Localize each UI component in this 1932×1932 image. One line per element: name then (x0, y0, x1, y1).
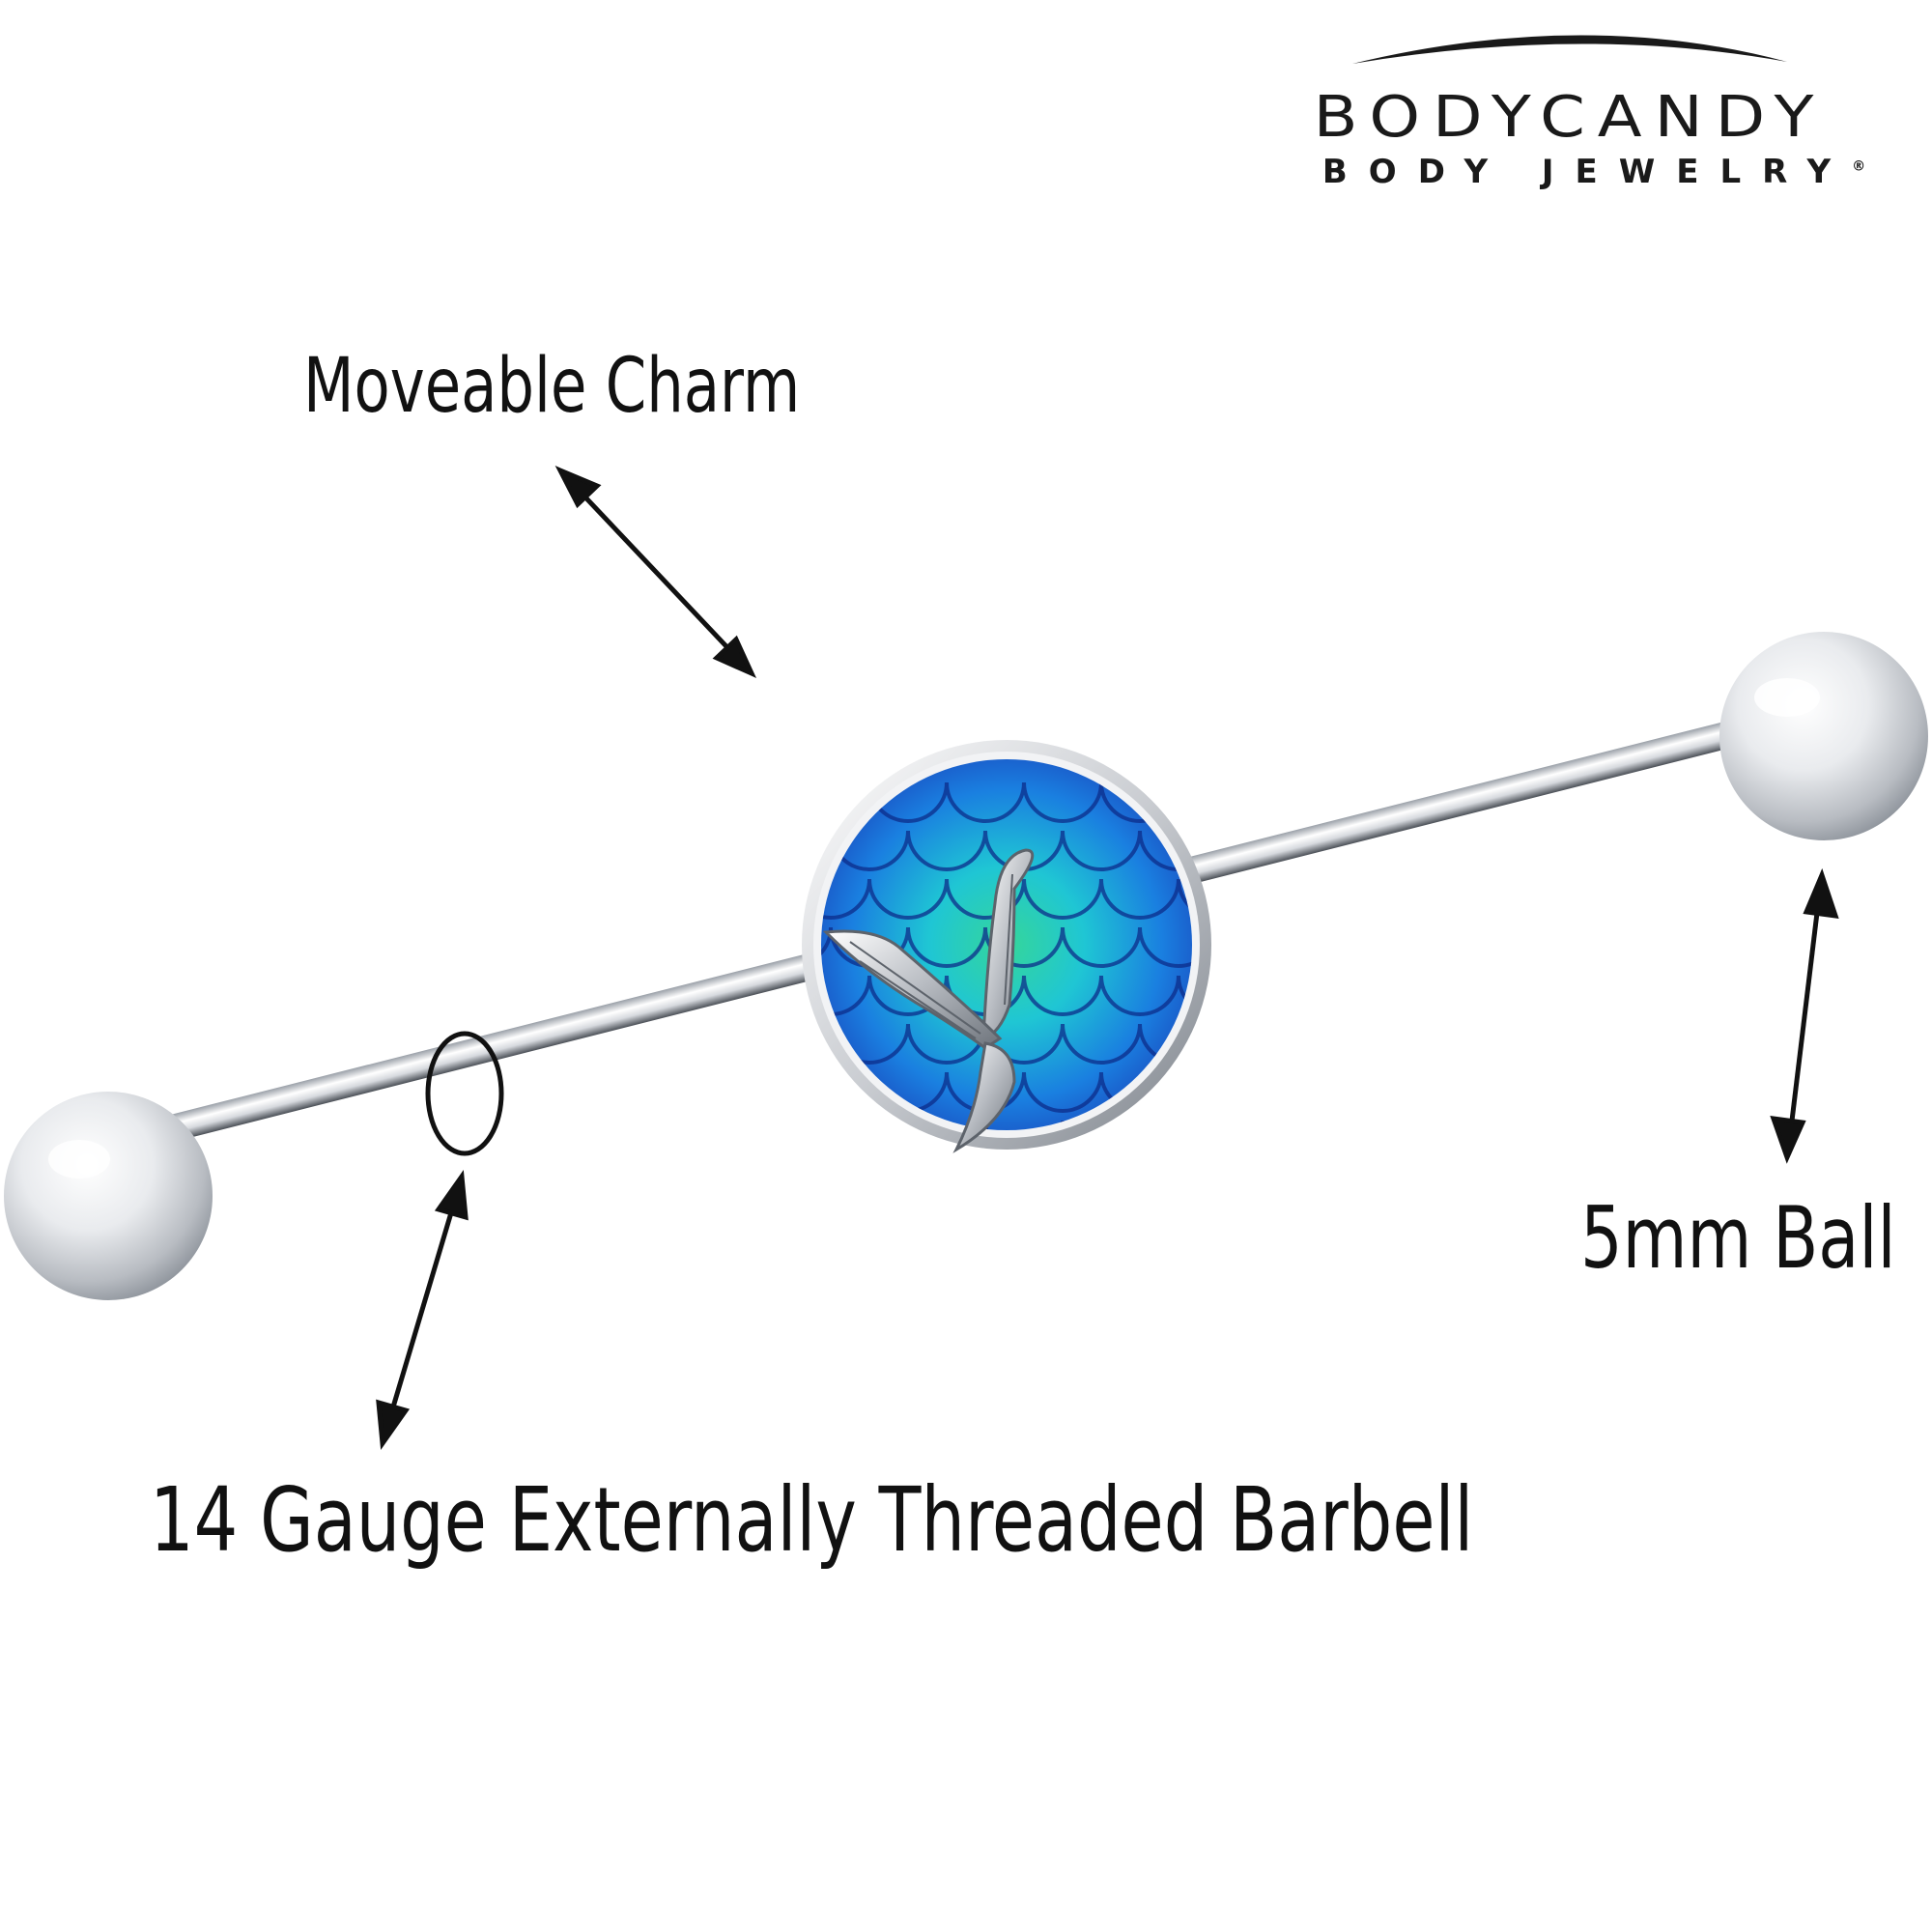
logo-tagline: BODY JEWELRY® (1321, 153, 1866, 191)
moveable-charm-label: Moveable Charm (303, 343, 801, 430)
ball-size-label: 5mm Ball (1580, 1188, 1896, 1288)
barbell-gauge-label: 14 Gauge Externally Threaded Barbell (150, 1468, 1474, 1572)
mermaid-tail-icon (822, 848, 1035, 1153)
brand-logo: BODYCANDY BODY JEWELRY® (1217, 17, 1922, 191)
thread-marker-ring (425, 1031, 504, 1156)
logo-swoosh-icon (1352, 35, 1787, 64)
logo-brand-text: BODYCANDY (1313, 82, 1827, 151)
right-ball (1719, 632, 1928, 840)
double-headed-arrow-icon (376, 466, 1839, 1450)
moveable-charm (802, 740, 1211, 1153)
left-ball (4, 1092, 213, 1300)
